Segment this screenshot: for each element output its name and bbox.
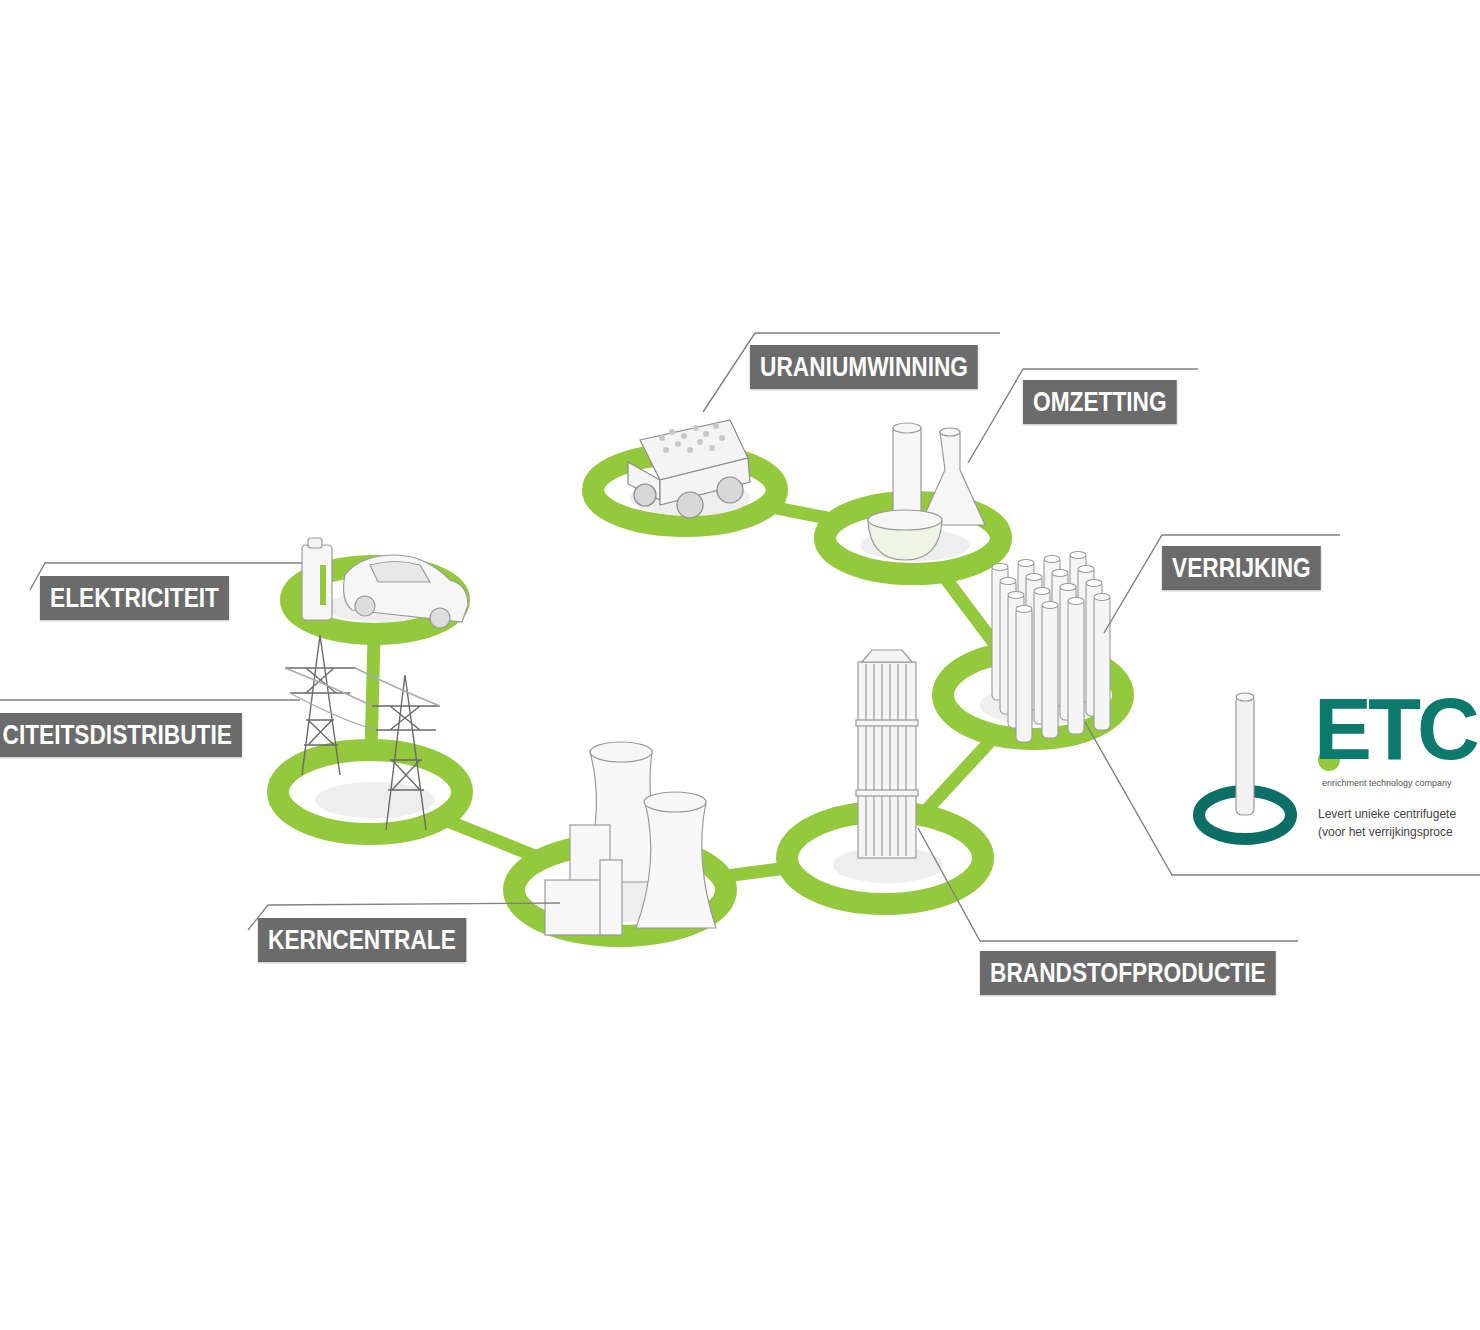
stage-label: BRANDSTOFPRODUCTIE <box>980 951 1276 995</box>
callout-note: Levert unieke centrifugete <box>1318 808 1456 820</box>
centrifuge <box>1068 599 1084 734</box>
centrifuge-cap <box>1094 594 1110 601</box>
fuel-assembly <box>856 650 918 858</box>
centrifuge-cap <box>1052 570 1068 577</box>
stage-label-text: ELEKTRICITEIT <box>50 582 219 614</box>
centrifuge-cap <box>1068 598 1084 605</box>
centrifuge-cap <box>1060 584 1076 591</box>
nuclear-power-plant <box>545 742 716 935</box>
stage-label: OMZETTING <box>1023 380 1177 424</box>
centrifuge-cascade <box>992 552 1110 743</box>
stage-label: KERNCENTRALE <box>258 918 466 962</box>
centrifuge <box>1094 595 1110 730</box>
centrifuge-cap <box>1016 606 1032 613</box>
centrifuge-cap <box>1078 566 1094 573</box>
centrifuge <box>1042 603 1058 738</box>
centrifuge-cap <box>1000 578 1016 585</box>
mining-truck <box>628 420 750 518</box>
centrifuge-cap <box>1044 556 1060 563</box>
station-rings <box>278 454 1123 936</box>
lab-flasks <box>868 423 985 560</box>
centrifuge-cap <box>1026 574 1042 581</box>
stage-label-text: BRANDSTOFPRODUCTIE <box>990 957 1266 989</box>
stage-label-text: OMZETTING <box>1033 386 1167 418</box>
ring-shadows <box>315 480 1100 922</box>
centrifuge-cap <box>1086 580 1102 587</box>
centrifuge-cap <box>1042 602 1058 609</box>
centrifuge-cap <box>1034 588 1050 595</box>
centrifuge-cap <box>1008 592 1024 599</box>
stage-label: CITEITSDISTRIBUTIE <box>0 713 242 757</box>
stage-label: ELEKTRICITEIT <box>40 576 229 620</box>
centrifuge <box>1016 607 1032 742</box>
stage-label-text: URANIUMWINNING <box>760 351 968 383</box>
centrifuge-cap <box>992 564 1008 571</box>
stage-label: VERRIJKING <box>1162 546 1321 590</box>
centrifuge-cap <box>1070 552 1086 559</box>
logo-text: ETC <box>1314 686 1476 773</box>
logo-subtitle: enrichment technology company <box>1322 779 1452 788</box>
centrifuge-cap <box>1018 560 1034 567</box>
stage-label-text: KERNCENTRALE <box>268 924 456 956</box>
leader-lines <box>0 333 1480 941</box>
stage-label-text: VERRIJKING <box>1172 552 1311 584</box>
callout-note: (voor het verrijkingsproce <box>1318 826 1453 838</box>
stage-label: URANIUMWINNING <box>750 345 978 389</box>
stage-label-text: CITEITSDISTRIBUTIE <box>3 719 232 751</box>
charging-station-car <box>302 538 468 628</box>
power-pylons <box>285 635 440 830</box>
